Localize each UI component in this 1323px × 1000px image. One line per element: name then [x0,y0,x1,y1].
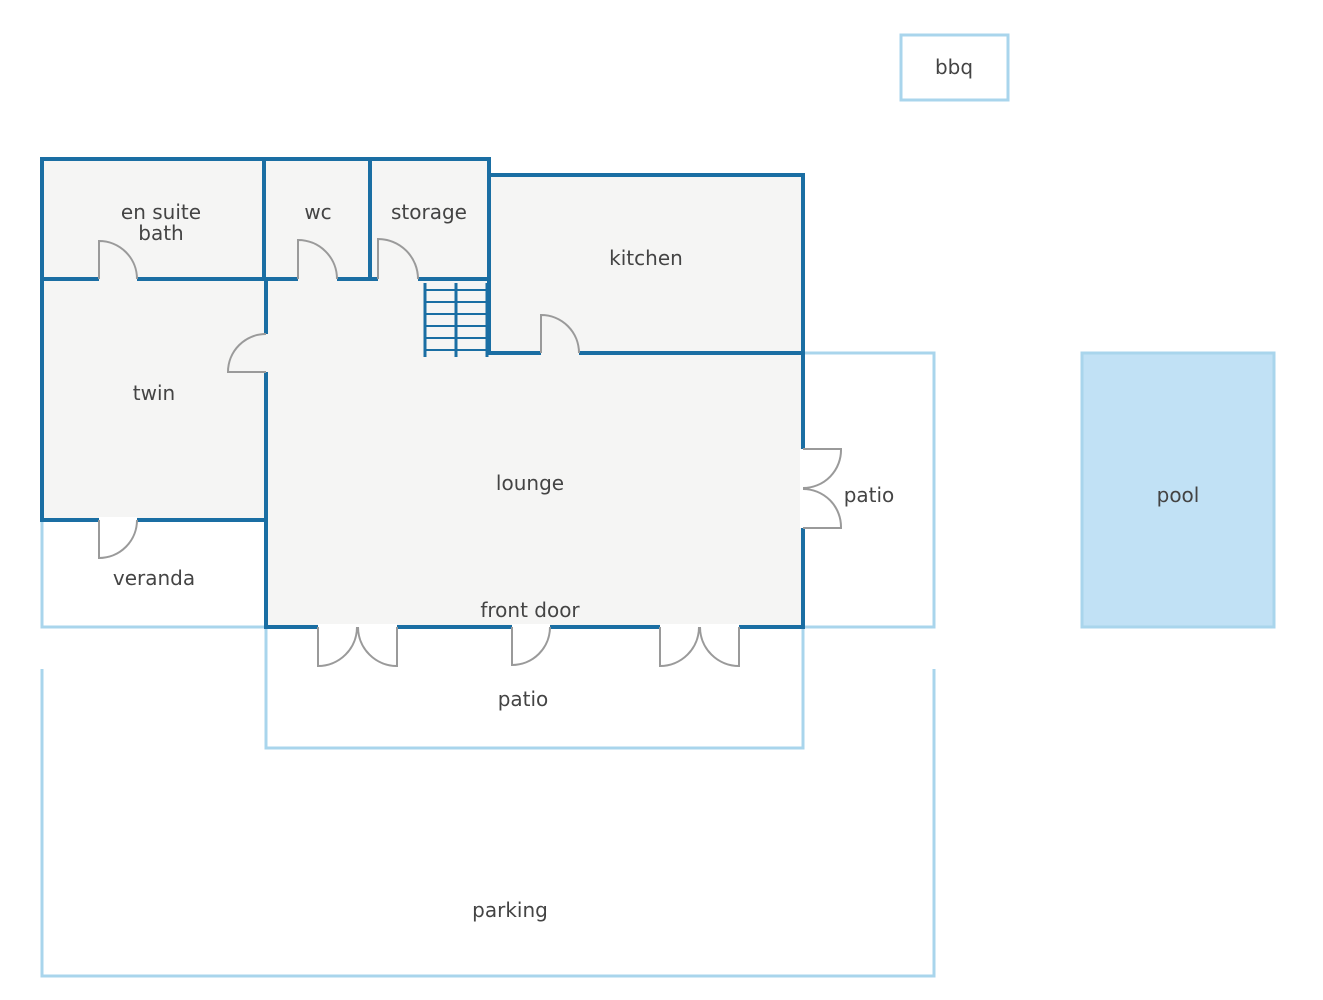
wc-door [297,238,338,280]
kitchen-door [540,313,580,354]
en-suite-door [98,239,138,280]
veranda-label: veranda [113,566,195,590]
patio-east-double-door [802,448,843,529]
patio-door-right [659,626,740,668]
en-suite-label-line1: en suite [121,200,201,224]
front-door-label: front door [480,598,580,622]
lounge-label: lounge [496,471,564,495]
wc-label: wc [304,200,331,224]
parking-area [40,669,936,978]
patio-south-label: patio [498,687,549,711]
storage-label: storage [391,200,467,224]
veranda-door [98,519,138,560]
pool [1080,351,1276,629]
pool-label: pool [1157,483,1200,507]
storage-door [377,237,419,280]
parking-label: parking [472,898,548,922]
en-suite-label-line2: bath [138,221,183,245]
kitchen-label: kitchen [609,246,683,270]
front-door [511,626,551,667]
patio-door-left [317,626,398,668]
staircase [423,283,489,357]
bbq-area [899,33,1010,102]
twin-door [226,333,267,373]
twin-label: twin [133,381,175,405]
bbq-label: bbq [935,55,973,79]
patio-east-label: patio [844,483,895,507]
